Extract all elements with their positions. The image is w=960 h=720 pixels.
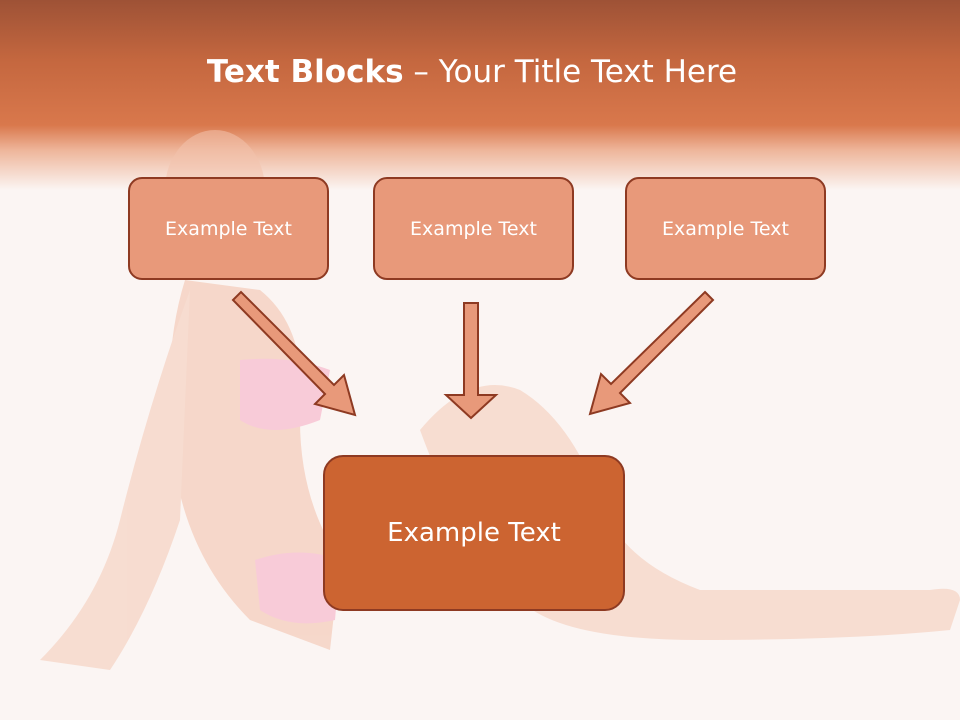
main-text-block-label: Example Text (387, 518, 561, 548)
text-block-1[interactable]: Example Text (128, 177, 329, 280)
text-block-1-label: Example Text (165, 217, 292, 240)
title-bold: Text Blocks (206, 54, 404, 90)
header-band (0, 0, 960, 190)
text-block-3-label: Example Text (662, 217, 789, 240)
main-text-block[interactable]: Example Text (323, 455, 625, 611)
slide-title: Text Blocks – Your Title Text Here (0, 54, 944, 90)
arrow-right (588, 290, 715, 416)
text-block-2-label: Example Text (410, 217, 537, 240)
title-rest: – Your Title Text Here (403, 54, 738, 90)
arrow-center (443, 302, 499, 420)
arrow-left (231, 290, 357, 417)
text-block-2[interactable]: Example Text (373, 177, 574, 280)
text-block-3[interactable]: Example Text (625, 177, 826, 280)
